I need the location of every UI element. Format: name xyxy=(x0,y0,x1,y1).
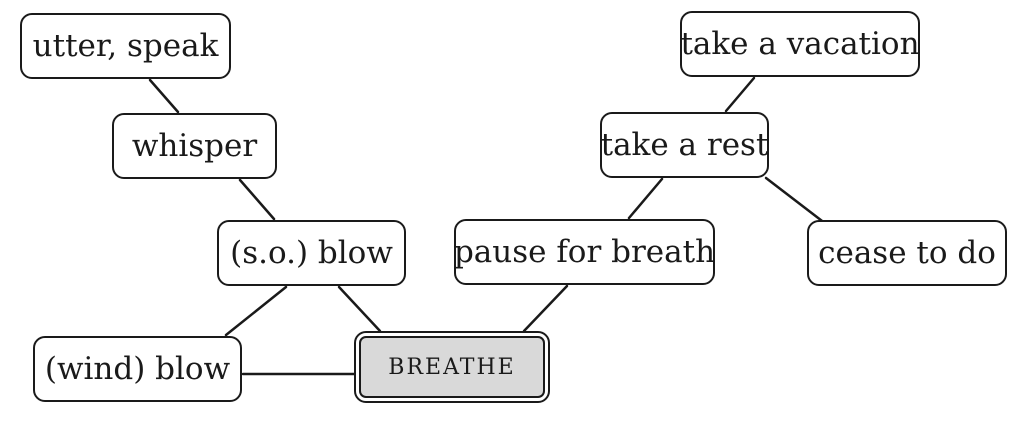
node-whisper: whisper xyxy=(112,113,277,179)
node-so-blow: (s.o.) blow xyxy=(217,220,406,286)
edge-utter-speak-whisper xyxy=(148,78,180,114)
node-take-a-rest: take a rest xyxy=(600,112,769,178)
edge-take-a-rest-cease-to-do xyxy=(764,176,828,226)
edge-so-blow-breathe xyxy=(337,285,382,333)
node-wind-blow: (wind) blow xyxy=(33,336,242,402)
edge-whisper-so-blow xyxy=(238,178,276,221)
node-cease-to-do: cease to do xyxy=(807,220,1007,286)
node-take-a-vacation: take a vacation xyxy=(680,11,920,77)
edge-breathe-pause-for-breath xyxy=(522,284,569,333)
edge-pause-for-breath-take-a-rest xyxy=(627,177,664,220)
node-breathe-central: breathe xyxy=(354,331,550,403)
edge-take-a-rest-take-a-vacation xyxy=(724,76,756,113)
edge-so-blow-wind-blow xyxy=(224,285,288,337)
node-pause-for-breath: pause for breath xyxy=(454,219,715,285)
node-utter-speak: utter, speak xyxy=(20,13,231,79)
